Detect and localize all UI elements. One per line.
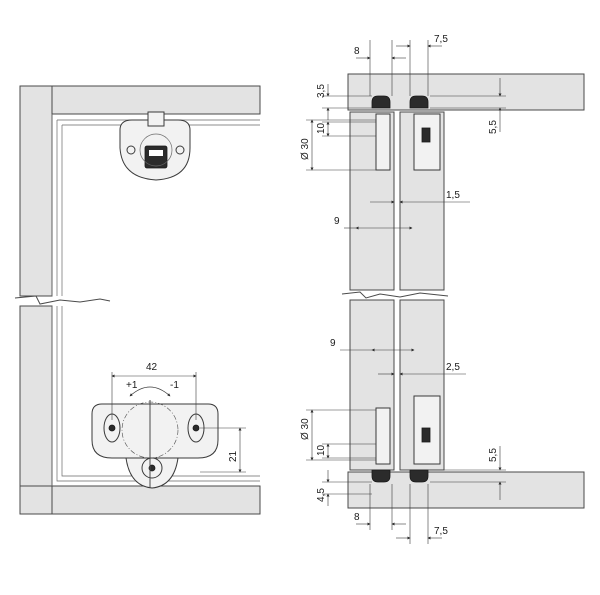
dim-top-3-5: 3,5 bbox=[316, 84, 327, 98]
dim-label-21: 21 bbox=[228, 450, 239, 462]
dim-label-plus1: +1 bbox=[126, 380, 138, 391]
bottom-profile-rear bbox=[409, 469, 429, 483]
dim-bottom-8: 8 bbox=[354, 512, 360, 523]
bottom-profile-front bbox=[371, 469, 391, 483]
dim-label-minus1: -1 bbox=[170, 380, 179, 391]
dim-top-10: 10 bbox=[316, 122, 327, 134]
frame-left-bottom bbox=[19, 305, 53, 487]
dim-top-d30: Ø 30 bbox=[300, 138, 311, 160]
top-profile-rear bbox=[409, 95, 429, 109]
dim-bottom-2-5: 2,5 bbox=[446, 362, 460, 373]
dim-top-9: 9 bbox=[334, 216, 340, 227]
bottom-rail bbox=[51, 485, 261, 515]
dim-top-8: 8 bbox=[354, 46, 360, 57]
top-rail bbox=[51, 85, 261, 115]
dim-label-42: 42 bbox=[146, 362, 158, 373]
break-line-left bbox=[14, 295, 111, 305]
dim-bottom-7-5: 7,5 bbox=[434, 526, 448, 537]
break-line-right bbox=[341, 291, 449, 299]
dim-bottom-9: 9 bbox=[330, 338, 336, 349]
left-elevation-view: 42 +1 -1 21 bbox=[14, 85, 261, 515]
dim-bottom-4-5: 4,5 bbox=[316, 488, 327, 502]
dim-bottom-d30: Ø 30 bbox=[300, 418, 311, 440]
dim-bottom-5-5: 5,5 bbox=[488, 448, 499, 462]
frame-left-top bbox=[19, 85, 53, 297]
dim-top-7-5: 7,5 bbox=[434, 34, 448, 45]
right-section-view: 8 7,5 3,5 10 Ø 30 5,5 9 1,5 9 bbox=[300, 34, 585, 544]
top-profile-front bbox=[371, 95, 391, 109]
dim-top-1-5: 1,5 bbox=[446, 190, 460, 201]
adjust-arc bbox=[129, 386, 171, 397]
dim-top-5-5: 5,5 bbox=[488, 120, 499, 134]
top-guide-roller bbox=[119, 111, 191, 181]
bottom-roller-assembly bbox=[91, 400, 219, 489]
dim-bottom-10: 10 bbox=[316, 444, 327, 456]
